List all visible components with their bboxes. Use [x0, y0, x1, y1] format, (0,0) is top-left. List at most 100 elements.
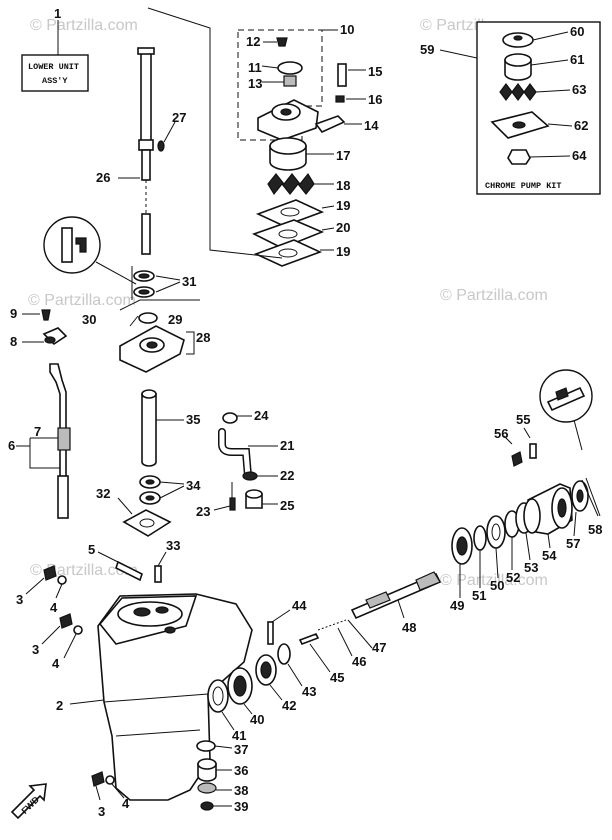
pump-grommet-11 — [277, 61, 303, 75]
callout-11: 11 — [248, 60, 262, 75]
propeller-housing-group — [451, 427, 601, 598]
callout-37: 37 — [234, 742, 248, 757]
chrome-pump-kit-box: CHROME PUMP KIT — [439, 21, 601, 195]
callout-30: 30 — [82, 312, 96, 327]
callout-23: 23 — [196, 504, 210, 519]
callout-52: 52 — [506, 570, 520, 585]
callout-19a: 19 — [336, 198, 350, 213]
lower-unit-assy-box: LOWER UNIT ASS'Y — [21, 20, 89, 92]
callout-51: 51 — [472, 588, 486, 603]
bolt-55 — [529, 443, 537, 459]
bottom-stack — [196, 740, 233, 811]
callout-5: 5 — [88, 542, 95, 557]
seals-34 — [139, 475, 185, 505]
callout-63: 63 — [572, 82, 586, 97]
callout-25: 25 — [280, 498, 294, 513]
chrome-pump-kit-label: CHROME PUMP KIT — [485, 181, 562, 191]
pin-27 — [157, 140, 165, 152]
drive-shaft-26 — [118, 47, 176, 255]
bolts-and-washers — [25, 565, 125, 801]
inset-detail-right — [539, 369, 593, 451]
watermark-mid-left: © Partzilla.com — [28, 292, 136, 309]
callout-9: 9 — [10, 306, 17, 321]
callout-50: 50 — [490, 578, 504, 593]
callout-12: 12 — [246, 34, 260, 49]
fwd-arrow: FWD — [10, 783, 47, 820]
pump-kit-seal-64 — [507, 149, 531, 165]
callout-47: 47 — [372, 640, 386, 655]
pump-bolt-15 — [337, 63, 347, 87]
callout-60: 60 — [570, 24, 584, 39]
water-pipe-21 — [218, 412, 278, 481]
watermark-top-left: © Partzilla.com — [30, 17, 138, 34]
callout-14: 14 — [364, 118, 379, 133]
callout-8: 8 — [10, 334, 17, 349]
ring-43 — [277, 643, 291, 665]
callout-36: 36 — [234, 763, 248, 778]
pump-impeller-18 — [267, 172, 315, 196]
callout-34: 34 — [186, 478, 201, 493]
bolt-9 — [41, 309, 51, 321]
callout-42: 42 — [282, 698, 296, 713]
pump-bolt-12 — [276, 37, 288, 47]
callout-4b: 4 — [52, 656, 60, 671]
callout-64: 64 — [572, 148, 587, 163]
watermark-low-left: © Partzilla.com — [30, 562, 138, 579]
pump-collar-13 — [283, 75, 297, 87]
watermark-low-right: © Partzilla.com — [440, 572, 548, 589]
propeller-shaft-48 — [350, 571, 442, 620]
callout-6: 6 — [8, 438, 15, 453]
lower-unit-line1: LOWER UNIT — [28, 62, 79, 72]
inset-detail-left — [43, 216, 137, 285]
callout-56: 56 — [494, 426, 508, 441]
part-37 — [196, 740, 216, 752]
callout-2: 2 — [56, 698, 63, 713]
plate-32 — [117, 497, 172, 583]
callout-10: 10 — [340, 22, 354, 37]
shift-rod-pin-5 — [97, 551, 143, 582]
callout-59: 59 — [420, 42, 434, 57]
pump-washer-16 — [335, 95, 345, 103]
callout-38: 38 — [234, 783, 248, 798]
spring-46 — [317, 619, 347, 631]
callout-19b: 19 — [336, 244, 350, 259]
callout-3a: 3 — [16, 592, 23, 607]
callout-32: 32 — [96, 486, 110, 501]
callout-33: 33 — [166, 538, 180, 553]
washer-56 — [511, 451, 523, 467]
lower-casing-2 — [69, 593, 253, 801]
part-39 — [200, 801, 214, 811]
washer-51 — [473, 525, 487, 551]
pump-hose-clamp-14 — [314, 115, 346, 133]
callout-48: 48 — [402, 620, 416, 635]
water-pump-assembly — [237, 29, 366, 267]
callout-39: 39 — [234, 799, 248, 814]
callout-61: 61 — [570, 52, 584, 67]
callout-18: 18 — [336, 178, 350, 193]
callout-45: 45 — [330, 670, 344, 685]
callout-57: 57 — [566, 536, 580, 551]
callout-35: 35 — [186, 412, 200, 427]
forward-gear-group — [207, 609, 373, 731]
oil-seals-31 — [131, 266, 181, 300]
callout-31: 31 — [182, 274, 196, 289]
callout-44: 44 — [292, 598, 307, 613]
callout-58: 58 — [588, 522, 602, 537]
callout-24: 24 — [254, 408, 269, 423]
callout-1: 1 — [54, 6, 61, 21]
callout-15: 15 — [368, 64, 382, 79]
pin-33 — [154, 565, 162, 583]
assembly-bracket-line — [147, 7, 283, 259]
callout-3c: 3 — [98, 804, 105, 819]
collar-25 — [213, 482, 278, 511]
dowel-23 — [229, 497, 236, 511]
callout-54: 54 — [542, 548, 557, 563]
callout-20: 20 — [336, 220, 350, 235]
watermark-mid-right: © Partzilla.com — [440, 287, 548, 304]
plunger-45 — [298, 632, 320, 646]
grommet-22 — [242, 471, 258, 481]
pump-kit-impeller-63 — [499, 83, 537, 101]
callout-55: 55 — [516, 412, 530, 427]
callout-21: 21 — [280, 438, 294, 453]
